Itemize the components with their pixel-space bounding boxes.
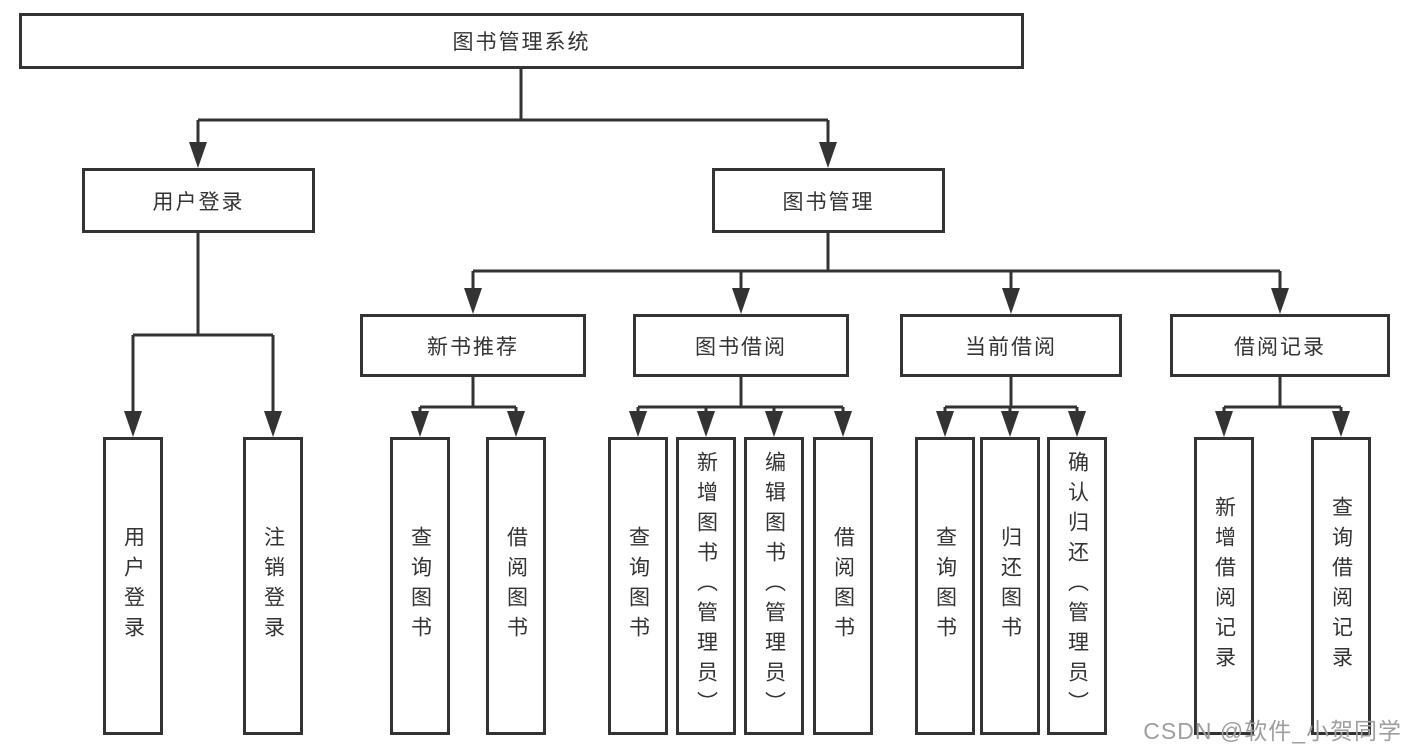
node-new-book-recommend: 新书推荐: [360, 314, 586, 377]
arrow-down-icon: [264, 411, 282, 437]
arrow-down-icon: [1001, 411, 1019, 437]
leaf-box-edit-book-admin: 编辑图书（管理员）: [744, 437, 804, 735]
leaf-box-query-books-1: 查询图书: [390, 437, 450, 735]
arrow-down-icon: [1271, 288, 1289, 314]
leaf-label: 查询借阅记录: [1329, 496, 1353, 676]
arrow-down-icon: [411, 411, 429, 437]
arrow-down-icon: [834, 411, 852, 437]
node-borrow-records: 借阅记录: [1170, 314, 1390, 377]
leaf-label: 注销登录: [261, 526, 285, 646]
arrow-down-icon: [1332, 411, 1350, 437]
arrow-down-icon: [189, 142, 207, 168]
arrow-down-icon: [507, 411, 525, 437]
leaf-label: 用户登录: [121, 526, 145, 646]
node-root-library-system: 图书管理系统: [19, 13, 1024, 69]
arrow-down-icon: [819, 142, 837, 168]
leaf-label: 借阅图书: [504, 526, 528, 646]
leaf-box-borrow-books-1: 借阅图书: [486, 437, 546, 735]
arrow-down-icon: [629, 411, 647, 437]
leaf-box-borrow-books-2: 借阅图书: [813, 437, 873, 735]
arrow-down-icon: [1215, 411, 1233, 437]
leaf-box-add-borrow-record: 新增借阅记录: [1194, 437, 1254, 735]
leaf-box-confirm-return-admin: 确认归还（管理员）: [1047, 437, 1107, 735]
arrow-down-icon: [1068, 411, 1086, 437]
leaf-label: 确认归还（管理员）: [1065, 451, 1089, 721]
leaf-label: 归还图书: [998, 526, 1022, 646]
arrow-down-icon: [697, 411, 715, 437]
arrow-down-icon: [732, 288, 750, 314]
arrow-down-icon: [124, 411, 142, 437]
leaf-box-user-login: 用户登录: [103, 437, 163, 735]
leaf-label: 查询图书: [408, 526, 432, 646]
leaf-box-query-books-3: 查询图书: [915, 437, 975, 735]
node-book-management: 图书管理: [712, 168, 945, 233]
leaf-label: 查询图书: [626, 526, 650, 646]
leaf-box-return-books: 归还图书: [980, 437, 1040, 735]
leaf-label: 新增图书（管理员）: [694, 451, 718, 721]
leaf-label: 新增借阅记录: [1212, 496, 1236, 676]
leaf-label: 查询图书: [933, 526, 957, 646]
leaf-box-query-borrow-record: 查询借阅记录: [1311, 437, 1371, 735]
arrow-down-icon: [936, 411, 954, 437]
leaf-label: 编辑图书（管理员）: [762, 451, 786, 721]
arrow-down-icon: [1002, 288, 1020, 314]
arrow-down-icon: [765, 411, 783, 437]
node-user-login-branch: 用户登录: [82, 168, 315, 233]
leaf-box-add-book-admin: 新增图书（管理员）: [676, 437, 736, 735]
leaf-box-query-books-2: 查询图书: [608, 437, 668, 735]
node-book-borrow: 图书借阅: [633, 314, 849, 377]
arrow-down-icon: [464, 288, 482, 314]
leaf-box-logout: 注销登录: [243, 437, 303, 735]
csdn-watermark: CSDN @软件_小贺同学: [1143, 718, 1402, 744]
leaf-label: 借阅图书: [831, 526, 855, 646]
node-current-borrow: 当前借阅: [900, 314, 1122, 377]
